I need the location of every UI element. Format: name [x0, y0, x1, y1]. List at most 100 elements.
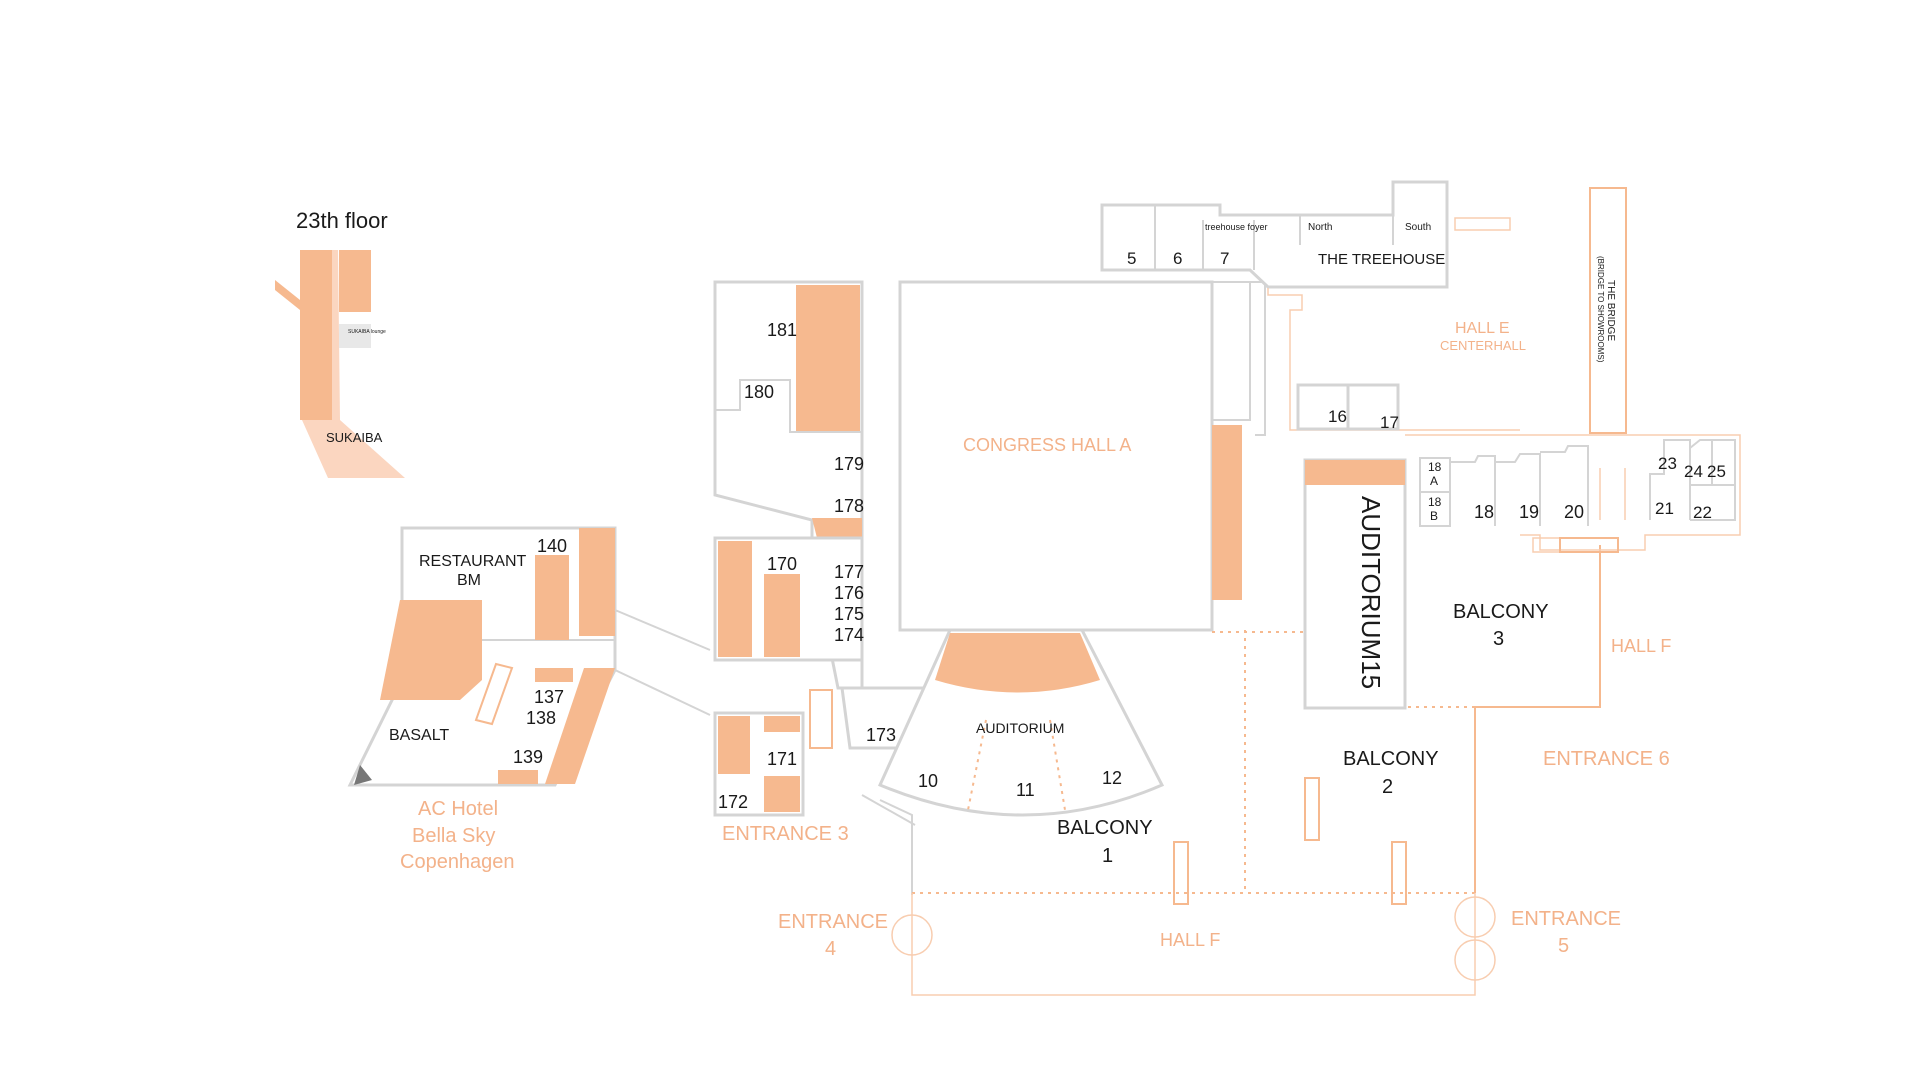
room-12-label: 12 — [1102, 768, 1122, 788]
treehouse-label: THE TREEHOUSE — [1318, 251, 1445, 268]
room-140-label: 140 — [537, 536, 567, 556]
room-18-label: 18 — [1474, 502, 1494, 522]
auditorium-area: AUDITORIUM 10 11 12 — [877, 628, 1165, 817]
room-17-label: 17 — [1380, 413, 1399, 432]
room-172-label: 172 — [718, 792, 748, 812]
floor23-lounge-label: SUKAIBA lounge — [348, 329, 386, 335]
room-176-label: 176 — [834, 583, 864, 603]
room-23-label: 23 — [1658, 454, 1677, 473]
entrance-5-label-line2: 5 — [1558, 935, 1569, 957]
room-21-23-outline — [1649, 439, 1691, 520]
hotel-block: RESTAURANT BM BASALT 140 137 138 139 AC … — [347, 526, 711, 873]
auditorium-15-label: AUDITORIUM15 — [1356, 496, 1386, 689]
room-6-label: 6 — [1173, 249, 1182, 268]
rooms-170-181-wing: 181 180 179 178 177 176 175 174 170 171 … — [713, 280, 933, 845]
room-137-label: 137 — [534, 687, 564, 707]
treehouse-area: 5 6 7 treehouse foyer North South THE TR… — [1100, 180, 1511, 289]
room-180-label: 180 — [744, 382, 774, 402]
hall-f-stair — [1391, 841, 1407, 905]
floor23-arm — [275, 280, 300, 310]
floor23-column-right — [339, 250, 371, 312]
treehouse-south-label: South — [1405, 222, 1431, 233]
room-18b-label-line2: B — [1430, 509, 1438, 523]
balcony-3-label-line1: BALCONY — [1453, 601, 1549, 623]
floor23-venue-label: SUKAIBA — [326, 430, 383, 445]
auditorium-15-stage — [1305, 460, 1405, 485]
hotel-name-line3: Copenhagen — [400, 851, 515, 873]
room-7-label: 7 — [1220, 249, 1229, 268]
room-139-label: 139 — [513, 747, 543, 767]
the-bridge-label-line1: THE BRIDGE — [1605, 280, 1616, 341]
restaurant-label-line1: RESTAURANT — [419, 553, 526, 570]
congress-hall-a-label: CONGRESS HALL A — [963, 435, 1131, 455]
room-172-upper-block — [718, 716, 750, 774]
balcony1-stair — [1173, 841, 1189, 905]
hall-f-bottom-label: HALL F — [1160, 930, 1220, 950]
balcony-1-label-line2: 1 — [1102, 845, 1113, 867]
room-18a-label-line2: A — [1430, 474, 1438, 488]
room-5-label: 5 — [1127, 249, 1136, 268]
room-22-label: 22 — [1693, 503, 1712, 522]
room-173-label: 173 — [866, 725, 896, 745]
treehouse-outline — [1100, 180, 1449, 289]
restaurant-bm-dining — [380, 600, 482, 700]
basalt-label: BASALT — [389, 727, 449, 744]
room-20-label: 20 — [1564, 502, 1584, 522]
lower-circulation: BALCONY 1 BALCONY 2 HALL F ENTRANCE 4 EN… — [778, 545, 1670, 996]
entrance-4-label-line1: ENTRANCE — [778, 911, 888, 933]
room-10-label: 10 — [918, 771, 938, 791]
room-178-label: 178 — [834, 496, 864, 516]
hotel-name-line2: Bella Sky — [412, 825, 495, 847]
room-140-block — [535, 555, 569, 640]
room-24-label: 24 — [1684, 462, 1703, 481]
auditorium15-area: AUDITORIUM15 BALCONY 3 HALL F — [1303, 458, 1671, 710]
floor23-title: 23th floor — [296, 208, 388, 233]
entrance-4-label-line2: 4 — [825, 938, 836, 960]
hotel-name-line1: AC Hotel — [418, 798, 498, 820]
hotel-service-block — [579, 528, 615, 636]
entrance-5-label-line1: ENTRANCE — [1511, 908, 1621, 930]
room-17-outline — [1346, 383, 1400, 431]
hall-e-label-line2: CENTERHALL — [1440, 338, 1526, 353]
hall-f-bridge-stair — [1559, 537, 1619, 553]
room-18a-label-line1: 18 — [1428, 460, 1442, 474]
floor23-inset: SUKAIBA lounge 23th floor SUKAIBA — [275, 208, 405, 478]
the-bridge — [1589, 187, 1627, 434]
the-bridge-label-line2: (BRIDGE TO SHOWROOMS) — [1596, 256, 1605, 363]
hall-f-right-label: HALL F — [1611, 636, 1671, 656]
room-16-label: 16 — [1328, 407, 1347, 426]
hotel-stair — [474, 662, 514, 726]
auditorium-15-outline — [1303, 458, 1407, 710]
entrance-6-label: ENTRANCE 6 — [1543, 748, 1670, 770]
room-19-label: 19 — [1519, 502, 1539, 522]
room-170-left-block — [718, 541, 752, 657]
room-175-label: 175 — [834, 604, 864, 624]
room-179-label: 179 — [834, 454, 864, 474]
hotel-corner-marker — [354, 765, 372, 785]
room-22-25-outline — [1689, 439, 1736, 521]
room-25-label: 25 — [1707, 462, 1726, 481]
room-18b-label-line1: 18 — [1428, 495, 1442, 509]
congress-hall-a-area: CONGRESS HALL A — [898, 280, 1266, 632]
floor23-lounge-box — [339, 324, 371, 348]
room-171-block — [764, 776, 800, 812]
room-138-label: 138 — [526, 708, 556, 728]
congress-hall-a-outline — [898, 280, 1214, 632]
balcony-2-label-line2: 2 — [1382, 776, 1393, 798]
treehouse-north-label: North — [1308, 222, 1332, 233]
room-177-label: 177 — [834, 562, 864, 582]
balcony-1-label-line1: BALCONY — [1057, 817, 1153, 839]
congress-hall-a-side-block — [1212, 425, 1242, 600]
auditorium-label: AUDITORIUM — [976, 720, 1064, 736]
treehouse-foyer-label: treehouse foyer — [1205, 222, 1268, 232]
room-181-block — [796, 285, 860, 432]
room-21-label: 21 — [1655, 499, 1674, 518]
entrance-3-label: ENTRANCE 3 — [722, 823, 849, 845]
auditorium-stage — [935, 633, 1100, 693]
hall-f-lower-outline — [911, 893, 1476, 996]
restaurant-label-line2: BM — [457, 572, 481, 589]
balcony-2-label-line1: BALCONY — [1343, 748, 1439, 770]
room-11-label: 11 — [1016, 780, 1035, 800]
